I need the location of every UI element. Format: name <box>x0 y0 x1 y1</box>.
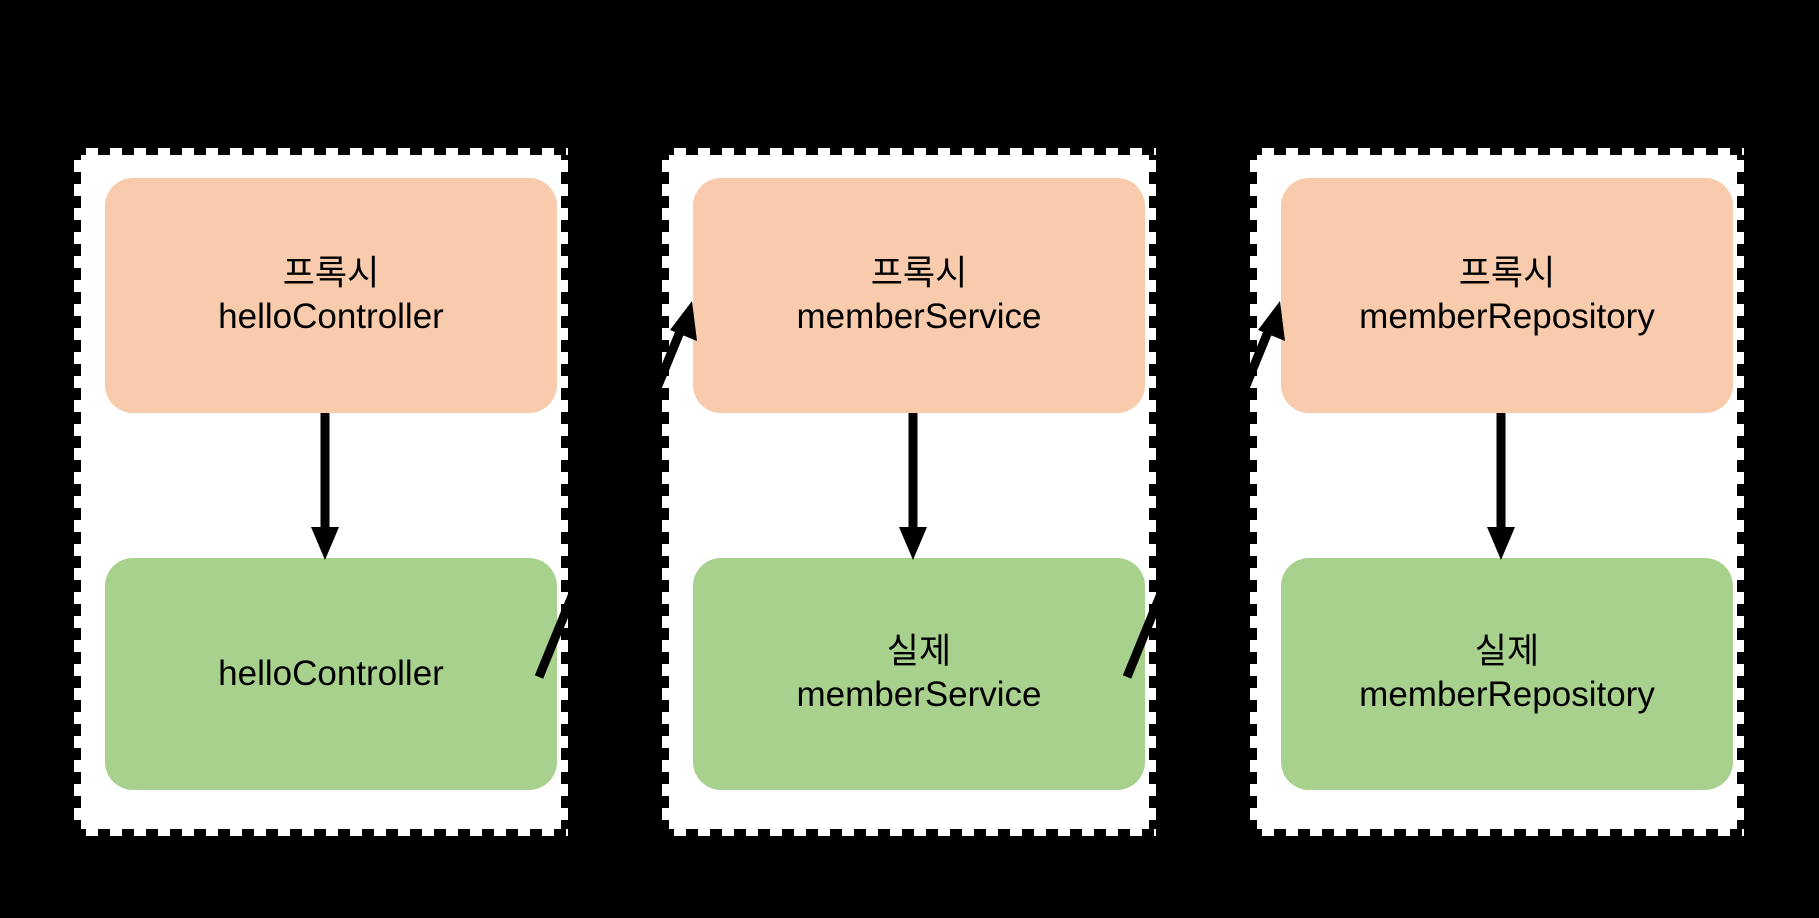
actual-bean-member-service[interactable]: 실제 memberService <box>693 558 1145 790</box>
proxy-bean-hello-controller[interactable]: 프록시 helloController <box>105 178 557 413</box>
proxy-bean-member-repository[interactable]: 프록시 memberRepository <box>1281 178 1733 413</box>
actual-bean-label-line-2: helloController <box>218 653 444 693</box>
proxy-bean-label-line-1: 프록시 <box>282 253 380 293</box>
actual-bean-label-line-1: 실제 <box>886 632 952 672</box>
proxy-bean-label-line-2: helloController <box>218 296 444 336</box>
actual-bean-hello-controller[interactable]: helloController <box>105 558 557 790</box>
actual-bean-label-line-2: memberRepository <box>1359 675 1655 714</box>
proxy-bean-label-line-1: 프록시 <box>1458 253 1556 293</box>
proxy-bean-label-line-2: memberRepository <box>1359 296 1655 336</box>
proxy-bean-member-service[interactable]: 프록시 memberService <box>693 178 1145 413</box>
proxy-bean-label-line-1: 프록시 <box>870 253 968 293</box>
actual-bean-label-line-2: memberService <box>796 675 1042 714</box>
actual-bean-member-repository[interactable]: 실제 memberRepository <box>1281 558 1733 790</box>
proxy-bean-label-line-2: memberService <box>796 296 1042 336</box>
actual-bean-label-line-1: 실제 <box>1474 632 1540 672</box>
